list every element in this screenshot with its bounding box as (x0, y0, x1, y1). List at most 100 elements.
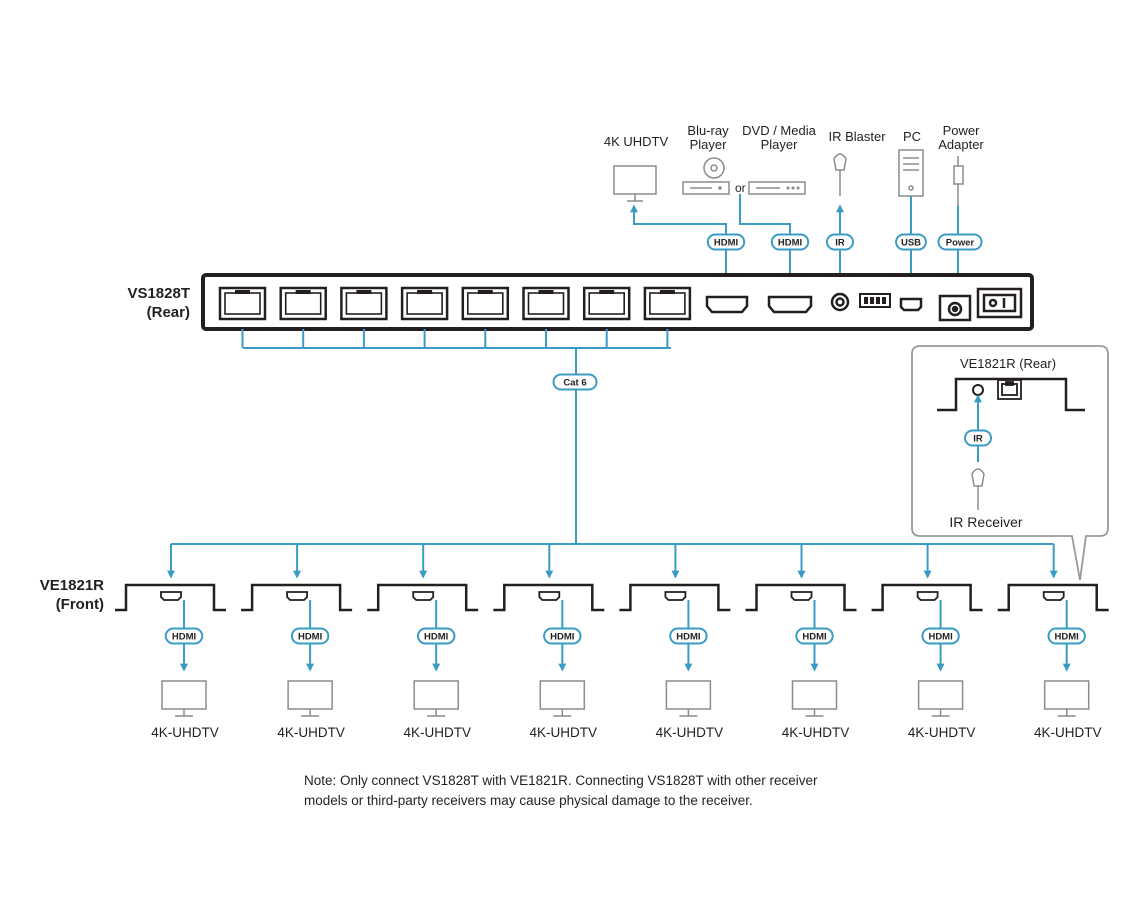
tv-icon (161, 680, 207, 717)
hdmi-out-pill-text: HDMI (714, 238, 738, 249)
output-tv-label: 4K-UHDTV (782, 725, 850, 740)
tv-icon (791, 680, 838, 717)
output-tv-label: 4K-UHDTV (1034, 725, 1102, 740)
receiver-device (241, 583, 353, 612)
receiver-hdmi-pill-text: HDMI (298, 632, 322, 643)
receiver-ir-pill: IR (964, 429, 992, 447)
tv-icon (613, 165, 657, 202)
receiver-device (997, 583, 1109, 612)
usb-pill: USB (895, 233, 927, 251)
receiver-hdmi-pill-text: HDMI (676, 632, 700, 643)
receiver-hdmi-pill-text: HDMI (1055, 632, 1079, 643)
output-tv-label: 4K-UHDTV (656, 725, 724, 740)
power-jack (938, 294, 972, 322)
hdmi-in-cable (739, 194, 794, 294)
receiver-device (367, 583, 479, 612)
ir-port (830, 292, 850, 312)
rj45-port (279, 286, 327, 321)
pc-label: PC (903, 129, 921, 144)
receiver-device (115, 583, 226, 612)
receiver-hdmi-port (916, 591, 939, 601)
rj45-port (218, 286, 267, 321)
tv-icon (665, 680, 712, 717)
receiver-hdmi-port (286, 591, 308, 601)
output-tv-label: 4K-UHDTV (403, 725, 471, 740)
power-adapter-icon (953, 156, 964, 206)
receiver-hdmi-pill: HDMI (543, 627, 582, 645)
ir-receiver-icon (971, 468, 985, 510)
receiver-rear-callout (911, 345, 1109, 581)
receiver-unit: HDMI 4K-UHDTV (745, 544, 857, 740)
ir-blaster-label: IR Blaster (828, 129, 886, 144)
receiver-rear-title: VE1821R (Rear) (960, 356, 1056, 371)
transmitter-view: (Rear) (147, 304, 190, 321)
receiver-hdmi-pill: HDMI (795, 627, 834, 645)
receiver-hdmi-pill-text: HDMI (550, 632, 574, 643)
hdmi-in-pill: HDMI (770, 233, 810, 251)
ir-pill-text: IR (835, 238, 845, 249)
usb-port (899, 297, 923, 312)
receiver-hdmi-pill: HDMI (921, 627, 960, 645)
receiver-device (745, 583, 857, 612)
dvd-label-line2: Player (761, 137, 799, 152)
tv-icon (917, 680, 964, 717)
dvd-player-icon (748, 181, 806, 195)
receiver-hdmi-port (538, 591, 561, 601)
bluray-label-line2: Player (690, 137, 728, 152)
receiver-hdmi-pill-text: HDMI (172, 632, 196, 643)
receiver-hdmi-port (1042, 591, 1065, 601)
receiver-hdmi-pill-text: HDMI (424, 632, 448, 643)
transmitter-name: VS1828T (127, 285, 190, 302)
receiver-unit: HDMI 4K-UHDTV (997, 544, 1109, 740)
hdmi-input-port (767, 295, 813, 314)
receiver-rear-device (937, 377, 1085, 412)
power-pill-text: Power (946, 238, 975, 249)
receiver-name: VE1821R (40, 577, 104, 594)
receiver-rj45-port (997, 379, 1022, 400)
ir-blaster-icon (833, 153, 847, 196)
tv-icon (539, 680, 586, 717)
power-switch (976, 287, 1023, 319)
receiver-hdmi-pill: HDMI (290, 627, 330, 645)
receiver-hdmi-pill: HDMI (669, 627, 708, 645)
receiver-hdmi-pill: HDMI (1047, 627, 1086, 645)
note-line2: models or third-party receivers may caus… (304, 793, 753, 808)
pc-icon (898, 149, 924, 197)
receiver-unit: HDMI 4K-UHDTV (367, 544, 479, 740)
rj45-port (522, 286, 570, 321)
receiver-device (493, 583, 605, 612)
rj45-port (643, 286, 692, 321)
hdmi-out-pill: HDMI (706, 233, 746, 251)
power-pill: Power (937, 233, 983, 251)
output-tv-label: 4K-UHDTV (908, 725, 976, 740)
hdmi-output-port (705, 295, 749, 314)
ir-receiver-label: IR Receiver (949, 514, 1022, 530)
hdmi-out-cable (630, 204, 727, 294)
receiver-hdmi-port (664, 591, 687, 601)
note-line1: Note: Only connect VS1828T with VE1821R.… (304, 773, 818, 788)
cat6-pill-text: Cat 6 (563, 378, 586, 389)
receiver-device (871, 583, 983, 612)
receiver-hdmi-port (790, 591, 813, 601)
bluray-player-icon (682, 157, 730, 195)
receiver-unit: HDMI 4K-UHDTV (871, 544, 983, 740)
rj45-port (400, 286, 449, 321)
power-label-line2: Adapter (938, 137, 984, 152)
receiver-hdmi-pill-text: HDMI (802, 632, 826, 643)
receiver-hdmi-pill-text: HDMI (928, 632, 952, 643)
tv-icon (287, 680, 333, 717)
receiver-unit: HDMI 4K-UHDTV (619, 544, 731, 740)
receiver-hdmi-port (412, 591, 435, 601)
receiver-view: (Front) (56, 596, 104, 613)
receiver-hdmi-pill: HDMI (164, 627, 204, 645)
tv-icon (1043, 680, 1090, 717)
receiver-hdmi-port (160, 591, 182, 601)
or-text: or (735, 181, 746, 195)
power-label-line1: Power (943, 123, 981, 138)
rj45-port (340, 286, 388, 321)
cat6-bus (241, 329, 671, 544)
